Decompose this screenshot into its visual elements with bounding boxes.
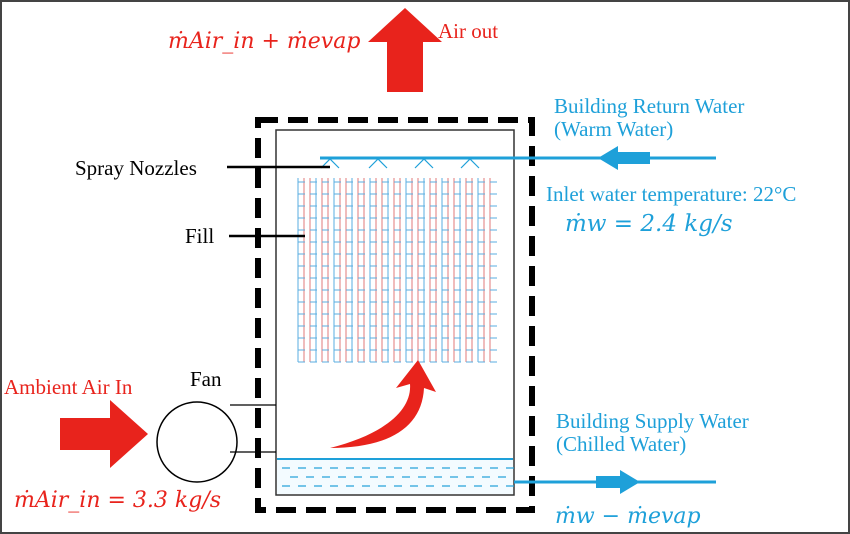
spray-nozzles-label: Spray Nozzles: [75, 156, 197, 180]
air-out-arrow: [368, 8, 442, 92]
air-inlet-flow-formula: ṁAir_in = 3.3 kg/s: [14, 488, 221, 513]
water-flow-formula: ṁw = 2.4 kg/s: [565, 211, 733, 237]
spray-nozzle: [320, 158, 340, 169]
spray-nozzles: [320, 158, 480, 169]
return-water-label-line1: Building Return Water: [554, 94, 744, 118]
ambient-air-in-arrow: [60, 400, 148, 468]
basin-water-ripples: [282, 467, 514, 487]
outlet-water-formula: ṁw − ṁevap: [555, 504, 701, 529]
air-out-formula: ṁAir_in + ṁevap: [168, 29, 360, 54]
return-water-label-line2: (Warm Water): [554, 117, 673, 141]
ambient-air-in-label: Ambient Air In: [4, 375, 133, 399]
fan-label: Fan: [190, 367, 222, 391]
spray-nozzle: [414, 158, 434, 169]
supply-water-label-line1: Building Supply Water: [556, 409, 749, 433]
tower-body: [275, 129, 515, 496]
return-water-arrow: [598, 146, 650, 170]
spray-nozzle: [368, 158, 388, 169]
fan-circle: [156, 401, 238, 483]
internal-airflow-arrow: [330, 360, 436, 448]
supply-water-label-line2: (Chilled Water): [556, 432, 686, 456]
fill-label: Fill: [185, 224, 214, 248]
air-out-label: Air out: [438, 19, 498, 43]
control-volume-boundary: [255, 117, 535, 513]
spray-nozzle: [460, 158, 480, 169]
fill-packing: [297, 178, 497, 363]
inlet-temperature-label: Inlet water temperature: 22°C: [546, 182, 796, 206]
supply-water-arrow: [596, 470, 640, 494]
